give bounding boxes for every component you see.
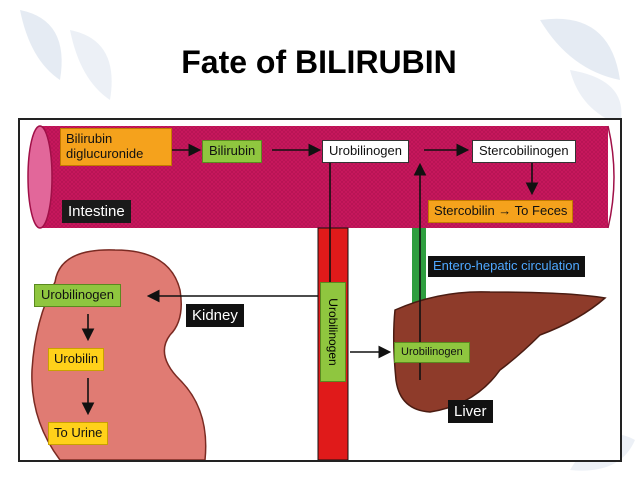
green-portal-vessel <box>412 228 426 308</box>
intestine-label: Intestine <box>62 200 131 224</box>
stercobilinogen-label: Stercobilinogen <box>472 140 576 163</box>
kidney-urobilinogen-label: Urobilinogen <box>34 284 121 307</box>
slide-title: Fate of BILIRUBIN <box>181 44 457 80</box>
vertical-urobilinogen-label: Urobilinogen <box>320 282 346 382</box>
urobilinogen-intestine-label: Urobilinogen <box>322 140 409 163</box>
liver-label: Liver <box>448 400 493 424</box>
bilirubin-diglucuronide-label: Bilirubin diglucuronide <box>60 128 172 166</box>
liver-shape <box>392 291 607 413</box>
enterohepatic-label: Entero-hepatic circulation <box>428 256 585 277</box>
vertical-urobilinogen-text: Urobilinogen <box>326 298 340 366</box>
stercobilin-feces-label: Stercobilin → To Feces <box>428 200 574 223</box>
diagram-frame: Bilirubin diglucuronide Bilirubin Urobil… <box>18 118 622 462</box>
kidney-label: Kidney <box>186 304 244 328</box>
to-urine-label: To Urine <box>48 422 109 445</box>
urobilin-label: Urobilin <box>48 348 105 371</box>
bilirubin-label: Bilirubin <box>202 140 263 163</box>
background-leaf-right <box>540 18 622 125</box>
background-leaf-left <box>20 10 112 100</box>
liver-urobilinogen-label: Urobilinogen <box>394 342 470 363</box>
